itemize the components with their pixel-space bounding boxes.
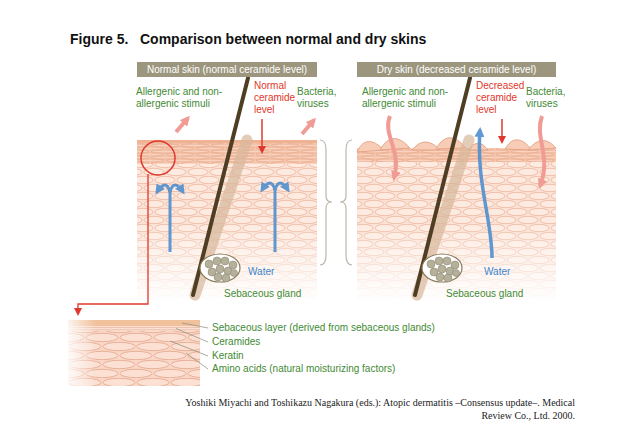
gland-label: Sebaceous gland	[446, 288, 523, 300]
layer-label: Ceramides	[212, 336, 260, 348]
layer-label: Amino acids (natural moisturizing factor…	[212, 363, 395, 375]
stimulus-label: Allergenic and non-allergenic stimuli	[362, 86, 466, 110]
figure-title: Figure 5. Comparison between normal and …	[70, 31, 426, 48]
water-label: Water	[484, 266, 510, 278]
ceramide-label: Decreased ceramide level	[476, 80, 534, 116]
band-text: Normal skin (normal ceramide level)	[147, 63, 307, 77]
band-text: Dry skin (decreased ceramide level)	[377, 63, 537, 77]
stimulus-label: Allergenic and non-allergenic stimuli	[136, 86, 240, 110]
header-band: Normal skin (normal ceramide level)	[137, 62, 317, 77]
pathogen-label: Bacteria, viruses	[297, 86, 343, 110]
header-band: Dry skin (decreased ceramide level)	[357, 62, 556, 77]
layer-label: Sebaceous layer (derived from sebaceous …	[212, 322, 435, 334]
normal-skin	[78, 78, 332, 314]
ceramide-label: Normal ceramide level	[254, 80, 300, 116]
layer-label: Keratin	[212, 350, 244, 362]
source-caption: Yoshiki Miyachi and Toshikazu Nagakura (…	[160, 396, 575, 422]
water-label: Water	[248, 266, 274, 278]
magnified-layers	[62, 318, 208, 388]
pathogen-label: Bacteria, viruses	[526, 86, 572, 110]
gland-label: Sebaceous gland	[224, 288, 301, 300]
dry-skin	[340, 78, 556, 302]
